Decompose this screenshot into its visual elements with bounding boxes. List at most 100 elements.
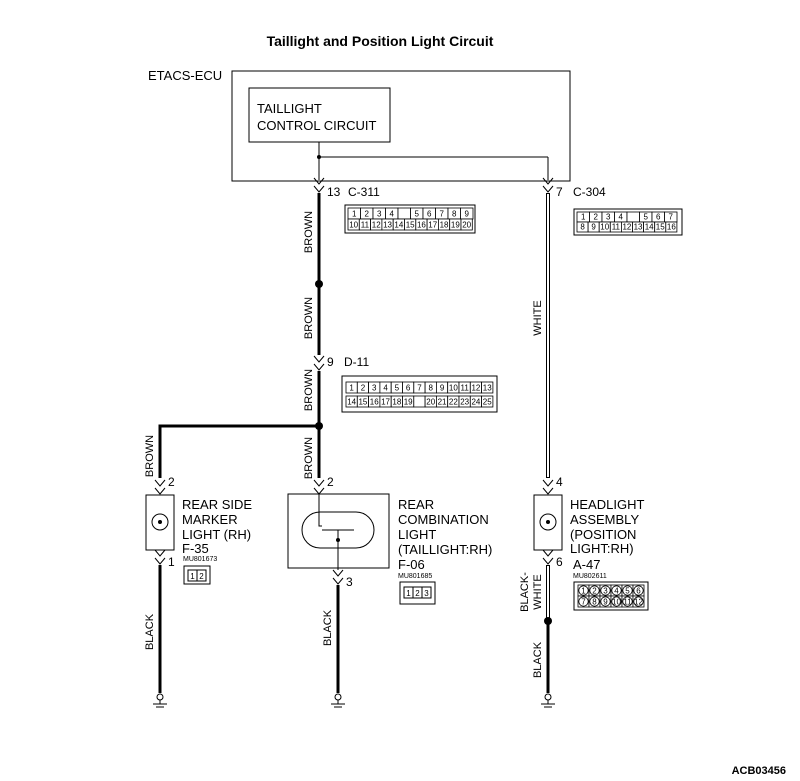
- a47-cell-ring: [622, 585, 633, 596]
- headlight-assembly-box: [533, 494, 563, 551]
- f35-cell-2: 2: [199, 572, 204, 581]
- d11-cell-1-8: 9: [440, 384, 445, 393]
- c311-cell-2-1: 11: [361, 221, 370, 230]
- c311-cell-1-5: 5: [415, 210, 420, 219]
- d11-cell-1-6: 7: [417, 384, 422, 393]
- c311-cell-2-5: 15: [406, 221, 415, 230]
- c304-cell-2-2: 10: [600, 223, 609, 232]
- d11-cell-1-3: 4: [383, 384, 388, 393]
- c311-pin-arrow: [313, 177, 325, 193]
- d11-cell-1-10: 11: [460, 384, 469, 393]
- c311-cell-2-8: 18: [440, 221, 449, 230]
- combination-label-line2: COMBINATION: [398, 512, 489, 527]
- d11-cell-1-1: 2: [361, 384, 366, 393]
- wire-label-black-white-1: BLACK-: [519, 572, 531, 612]
- c304-cell-2-3: 11: [612, 223, 621, 232]
- a47-cell-ring: [611, 596, 622, 607]
- f06-bottom-pin-arrow: [332, 569, 344, 585]
- c311-cell-1-9: 9: [465, 210, 470, 219]
- d11-cell-1-2: 3: [372, 384, 377, 393]
- wire-label-black-3: BLACK: [532, 641, 544, 678]
- ground-icon-1: [153, 693, 167, 708]
- f35-top-pin-arrow: [154, 479, 166, 495]
- f06-top-pin-arrow: [313, 479, 325, 495]
- diagram-title: Taillight and Position Light Circuit: [267, 33, 494, 49]
- d11-cell-2-11: 24: [471, 398, 480, 407]
- ecu-label: ETACS-ECU: [148, 68, 222, 83]
- d11-cell-1-0: 1: [349, 384, 354, 393]
- f35-cell-1: 1: [190, 572, 195, 581]
- a47-connector-name: A-47: [573, 557, 600, 572]
- d11-connector-name: D-11: [344, 355, 369, 369]
- c304-cell-2-0: 8: [580, 223, 585, 232]
- f06-connector-face: 1 2 3: [399, 581, 436, 605]
- c304-cell-2-8: 16: [667, 223, 676, 232]
- a47-cell-2-2: 9: [603, 598, 608, 607]
- d11-cell-2-9: 22: [449, 398, 458, 407]
- c311-cell-1-1: 2: [365, 210, 370, 219]
- c304-pin-number: 7: [556, 185, 563, 199]
- wire-label-black-1: BLACK: [144, 613, 156, 650]
- d11-cell-2-7: 20: [426, 398, 435, 407]
- combination-label-line4: (TAILLIGHT:RH): [398, 542, 492, 557]
- ecu-junction: [317, 155, 321, 159]
- c311-cell-2-0: 10: [349, 221, 358, 230]
- c304-cell-2-5: 13: [634, 223, 643, 232]
- ground-icon-2: [331, 693, 345, 708]
- f35-connector-face: 1 2: [183, 565, 211, 585]
- headlight-label-line3: (POSITION: [570, 527, 636, 542]
- d11-cell-box: [481, 381, 494, 394]
- c311-connector-name: C-311: [348, 185, 380, 199]
- a47-cell-2-1: 8: [592, 598, 597, 607]
- circuit-label-line2: CONTROL CIRCUIT: [257, 118, 376, 133]
- f06-pin-top: 2: [327, 475, 334, 489]
- c311-cell-box: [460, 218, 473, 231]
- taillight-control-circuit-box: [248, 87, 391, 143]
- c311-cell-2-4: 14: [394, 221, 403, 230]
- f06-connector-name: F-06: [398, 557, 425, 572]
- c304-cell-box: [665, 221, 678, 233]
- f06-pin-bottom: 3: [346, 575, 353, 589]
- combination-label-line3: LIGHT: [398, 527, 436, 542]
- a47-cell-ring: [600, 585, 611, 596]
- combination-label-line1: REAR: [398, 497, 434, 512]
- d11-cell-1-4: 5: [395, 384, 400, 393]
- c311-cell-box: [397, 207, 411, 220]
- d11-cell-2-12: 25: [483, 398, 492, 407]
- c304-cell-1-6: 6: [656, 213, 661, 222]
- a47-cell-1-3: 4: [614, 587, 619, 596]
- a47-cell-1-5: 6: [636, 587, 641, 596]
- c311-cell-2-2: 12: [372, 221, 381, 230]
- c304-cell-1-3: 4: [619, 213, 624, 222]
- a47-cell-ring: [600, 596, 611, 607]
- f35-connector-name: F-35: [182, 541, 209, 556]
- c311-cell-2-10: 20: [462, 221, 471, 230]
- c311-cell-2-9: 19: [451, 221, 460, 230]
- c311-cell-2-7: 17: [428, 221, 437, 230]
- d11-cell-box: [481, 395, 494, 408]
- c304-cell-box: [626, 211, 640, 223]
- wire-label-white: WHITE: [532, 300, 544, 335]
- f35-bottom-pin-arrow: [154, 549, 166, 565]
- a47-cell-1-4: 5: [625, 587, 630, 596]
- f35-pin-bottom: 1: [168, 555, 175, 569]
- c311-pin-number: 13: [327, 185, 341, 199]
- wire-label-brown-4: BROWN: [303, 437, 315, 479]
- f06-part-number: MU801685: [398, 573, 432, 580]
- c304-pin-arrow: [542, 177, 554, 193]
- f06-cell-3: 3: [424, 589, 429, 598]
- wire-label-black-white-2: WHITE: [532, 574, 544, 609]
- a47-pin-top: 4: [556, 475, 563, 489]
- d11-cell-2-0: 14: [347, 398, 356, 407]
- a47-top-pin-arrow: [542, 479, 554, 495]
- d11-cell-2-1: 15: [358, 398, 367, 407]
- c304-cell-1-7: 7: [669, 213, 674, 222]
- c304-cell-1-2: 3: [606, 213, 611, 222]
- f06-cell-2: 2: [415, 589, 420, 598]
- wire-label-brown-3: BROWN: [303, 369, 315, 411]
- a47-cell-1-2: 3: [603, 587, 608, 596]
- d11-cell-2-10: 23: [460, 398, 469, 407]
